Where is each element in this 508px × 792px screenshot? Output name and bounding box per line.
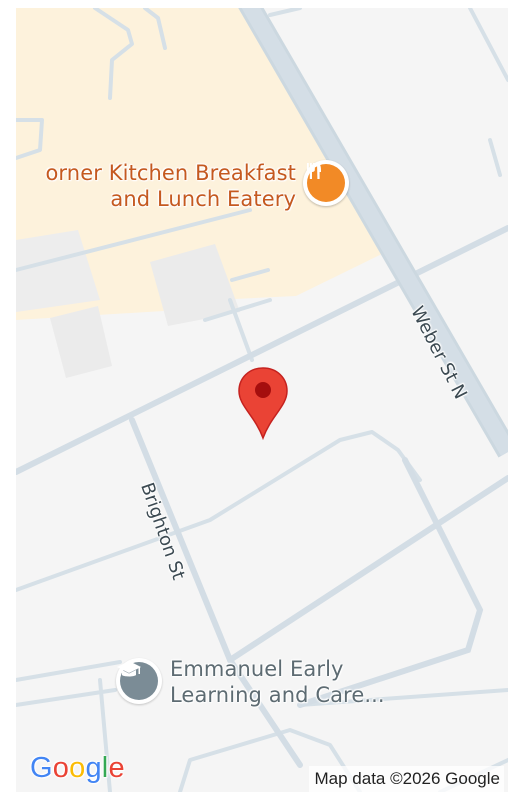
road-minor — [93, 6, 134, 100]
poi-label-line: Emmanuel Early — [170, 657, 344, 681]
fork-knife-icon — [307, 163, 345, 202]
poi-label-line: orner Kitchen Breakfast — [45, 161, 296, 185]
google-logo[interactable]: Google — [30, 752, 125, 785]
building — [16, 230, 100, 312]
road-minor — [143, 6, 167, 50]
road-brighton — [129, 417, 233, 663]
map-attribution[interactable]: Map data ©2026 Google — [308, 766, 504, 792]
road-medium — [227, 475, 508, 663]
road-minor — [230, 268, 270, 282]
road-medium — [13, 225, 508, 475]
road-minor — [268, 6, 302, 17]
map-pin-icon[interactable] — [237, 366, 289, 440]
building — [50, 306, 112, 378]
road-minor — [14, 660, 122, 682]
poi-label-restaurant[interactable]: orner Kitchen Breakfast and Lunch Eatery — [0, 160, 296, 212]
restaurant-poi-button[interactable] — [303, 160, 349, 206]
road-minor — [298, 688, 508, 707]
google-logo-letter: o — [52, 752, 70, 784]
road-weber-fill — [237, 0, 508, 457]
map-edge-top — [0, 0, 508, 8]
graduation-cap-icon — [117, 661, 158, 700]
road-minor — [14, 208, 252, 272]
google-logo-letter: g — [85, 752, 102, 784]
road-minor — [14, 688, 117, 707]
google-logo-letter: o — [69, 752, 86, 784]
road-minor — [14, 118, 44, 160]
road-minor — [203, 298, 272, 322]
road-medium — [297, 457, 484, 708]
school-poi-button[interactable] — [116, 658, 162, 704]
poi-label-school[interactable]: Emmanuel Early Learning and Care... — [170, 656, 385, 708]
map-edge-left — [0, 0, 16, 792]
poi-label-line: and Lunch Eatery — [110, 187, 296, 211]
road-minor — [228, 298, 254, 362]
google-logo-letter: e — [108, 752, 125, 784]
building — [150, 244, 240, 326]
google-logo-letter: l — [101, 752, 109, 784]
google-logo-letter: G — [30, 752, 53, 784]
road-minor — [178, 728, 362, 792]
road-minor — [468, 6, 508, 82]
road-minor — [488, 138, 502, 177]
road-medium — [227, 657, 303, 768]
road-minor — [98, 678, 112, 792]
poi-label-line: Learning and Care... — [170, 683, 385, 707]
